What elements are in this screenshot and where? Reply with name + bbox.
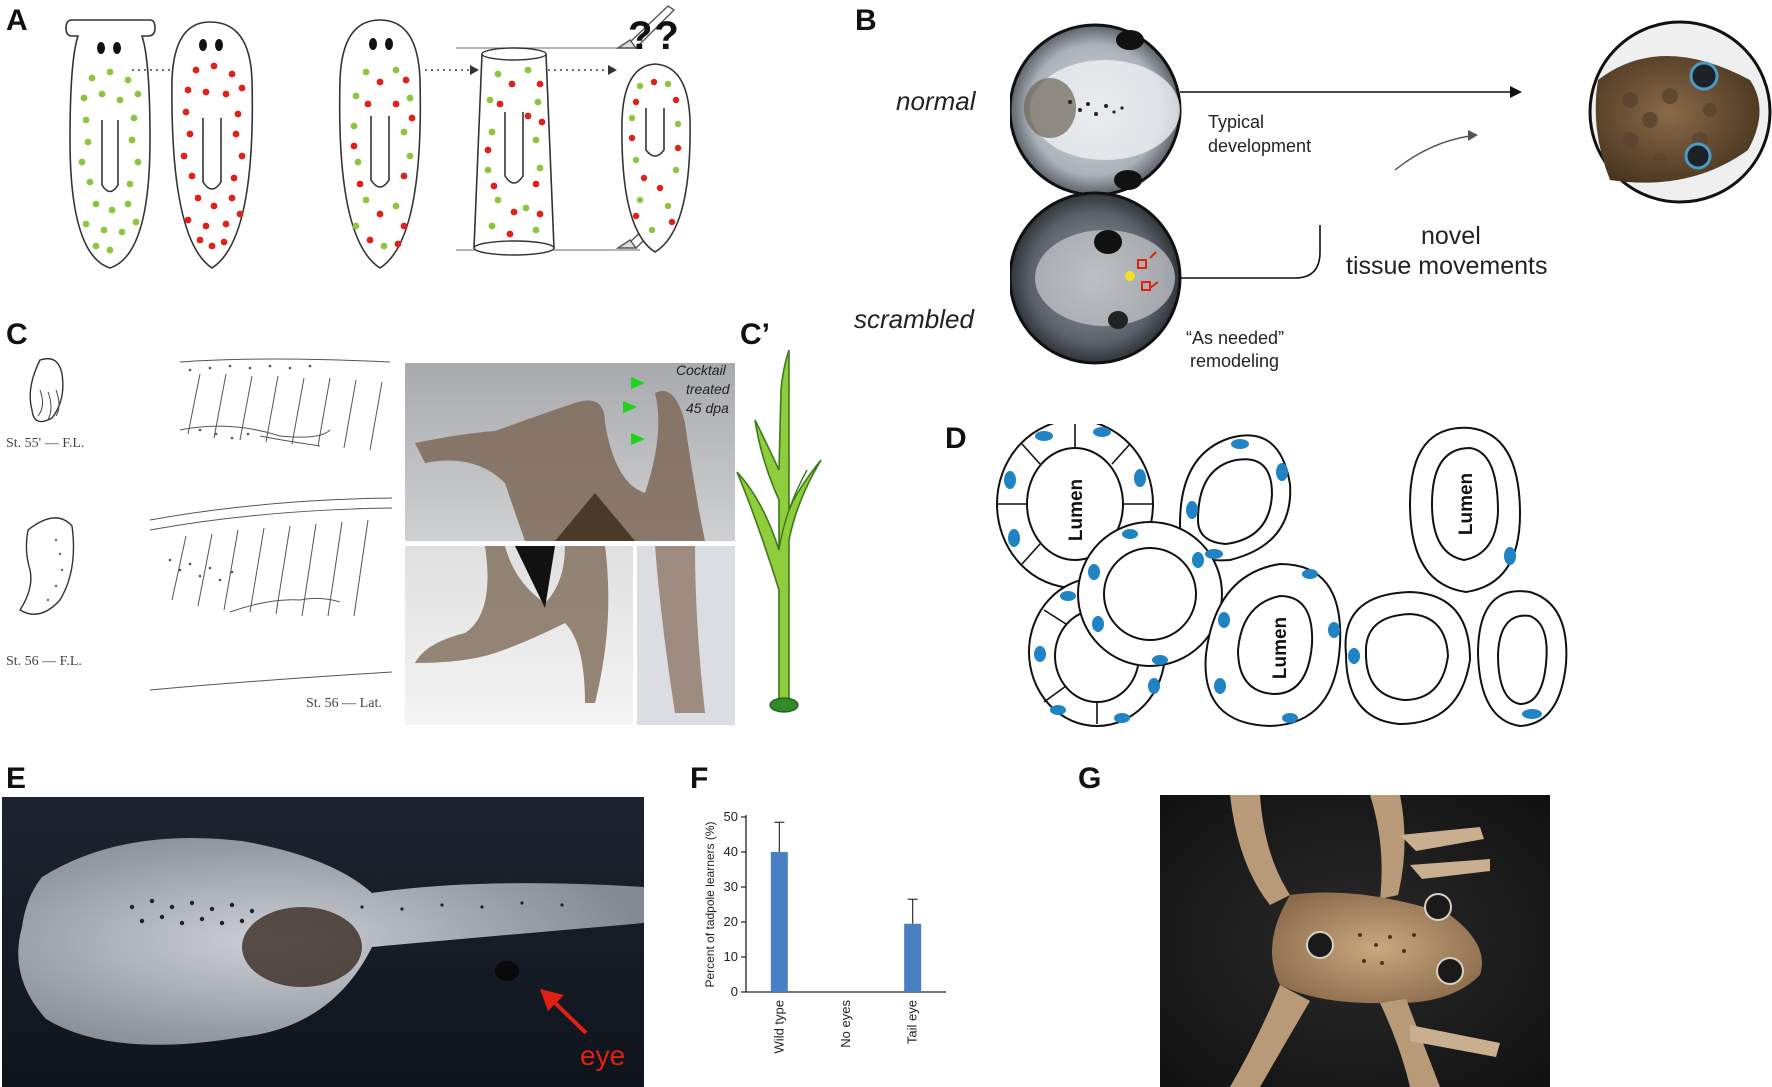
panel-b-tadpole-photos [1010,20,1772,365]
panel-c-label: C [6,318,28,351]
y-tick-label: 0 [731,984,738,999]
novel-line2: tissue movements [1346,252,1548,280]
x-tick-label: No eyes [838,1000,853,1048]
panel-g-label: G [1078,762,1102,795]
lumen-label: Lumen [1066,479,1087,541]
worm-1-gut [101,120,119,193]
as-needed-line2: remodeling [1190,351,1280,371]
panel-a-planaria-diagram [65,5,691,269]
green-arrowhead [623,401,637,413]
panel-d-lumen-diagram: Lumen Lumen Lumen [996,424,1568,728]
panel-c-frog-leg-photos [405,363,735,725]
y-tick-label: 40 [724,844,738,859]
panel-f-label: F [690,762,709,795]
panel-b-label: B [855,4,877,37]
novel-line1: novel [1421,222,1481,250]
worm-3-body [338,19,422,269]
worm-4-body [621,63,691,253]
worm-1-eye [97,42,105,54]
y-tick-label: 30 [724,879,738,894]
worm-2-body [171,21,254,269]
y-axis-label: Percent of tadpole learners (%) [703,821,717,987]
typical-development-line1: Typical [1208,112,1265,132]
panel-g-frog-photo [1160,795,1550,1087]
y-tick-label: 50 [724,809,738,824]
label-scrambled: scrambled [854,304,974,334]
worm-3-green-dots [350,66,414,250]
worm-3-red-dots [350,76,416,248]
green-arrowhead [631,433,645,445]
y-tick-label: 10 [724,949,738,964]
panel-e-label: E [6,762,27,795]
red-arrow [548,996,588,1035]
green-arrowhead [631,377,645,389]
eye-label: eye [580,1040,626,1071]
worm-1-eye [113,42,121,54]
worm-2-red-dots [180,62,246,250]
bar [770,852,788,992]
worm-1-green-dots [78,68,142,254]
panel-c-prime-label: C’ [740,318,770,351]
x-tick-label: Tail eye [905,1000,920,1044]
lumen-label: Lumen [1270,617,1291,679]
lumen-label: Lumen [1456,473,1477,535]
label-normal: normal [896,86,976,116]
panel-a-question-marks: ?? [628,14,681,58]
cocktail-line1: Cocktail [676,362,726,378]
tail-eye [495,961,519,981]
worm-1-body [65,19,156,269]
cocktail-line3: 45 dpa [686,400,729,416]
caption-st56-fl: St. 56 — F.L. [6,654,82,669]
typical-development-line2: development [1208,136,1312,156]
y-tick-label: 20 [724,914,738,929]
panel-a-label: A [6,4,28,37]
panel-c-limb-drawings [19,357,392,691]
caption-st55-fl: St. 55' — F.L. [6,436,85,451]
panel-d-label: D [945,422,967,455]
bar [904,923,922,992]
panel-c-prime-branch-diagram [736,350,822,713]
as-needed-line1: “As needed” [1186,328,1285,348]
panel-e-tadpole-photo [2,797,644,1087]
x-tick-label: Wild type [771,1000,786,1053]
cocktail-line2: treated [686,381,730,397]
caption-st56-lat: St. 56 — Lat. [306,696,382,711]
